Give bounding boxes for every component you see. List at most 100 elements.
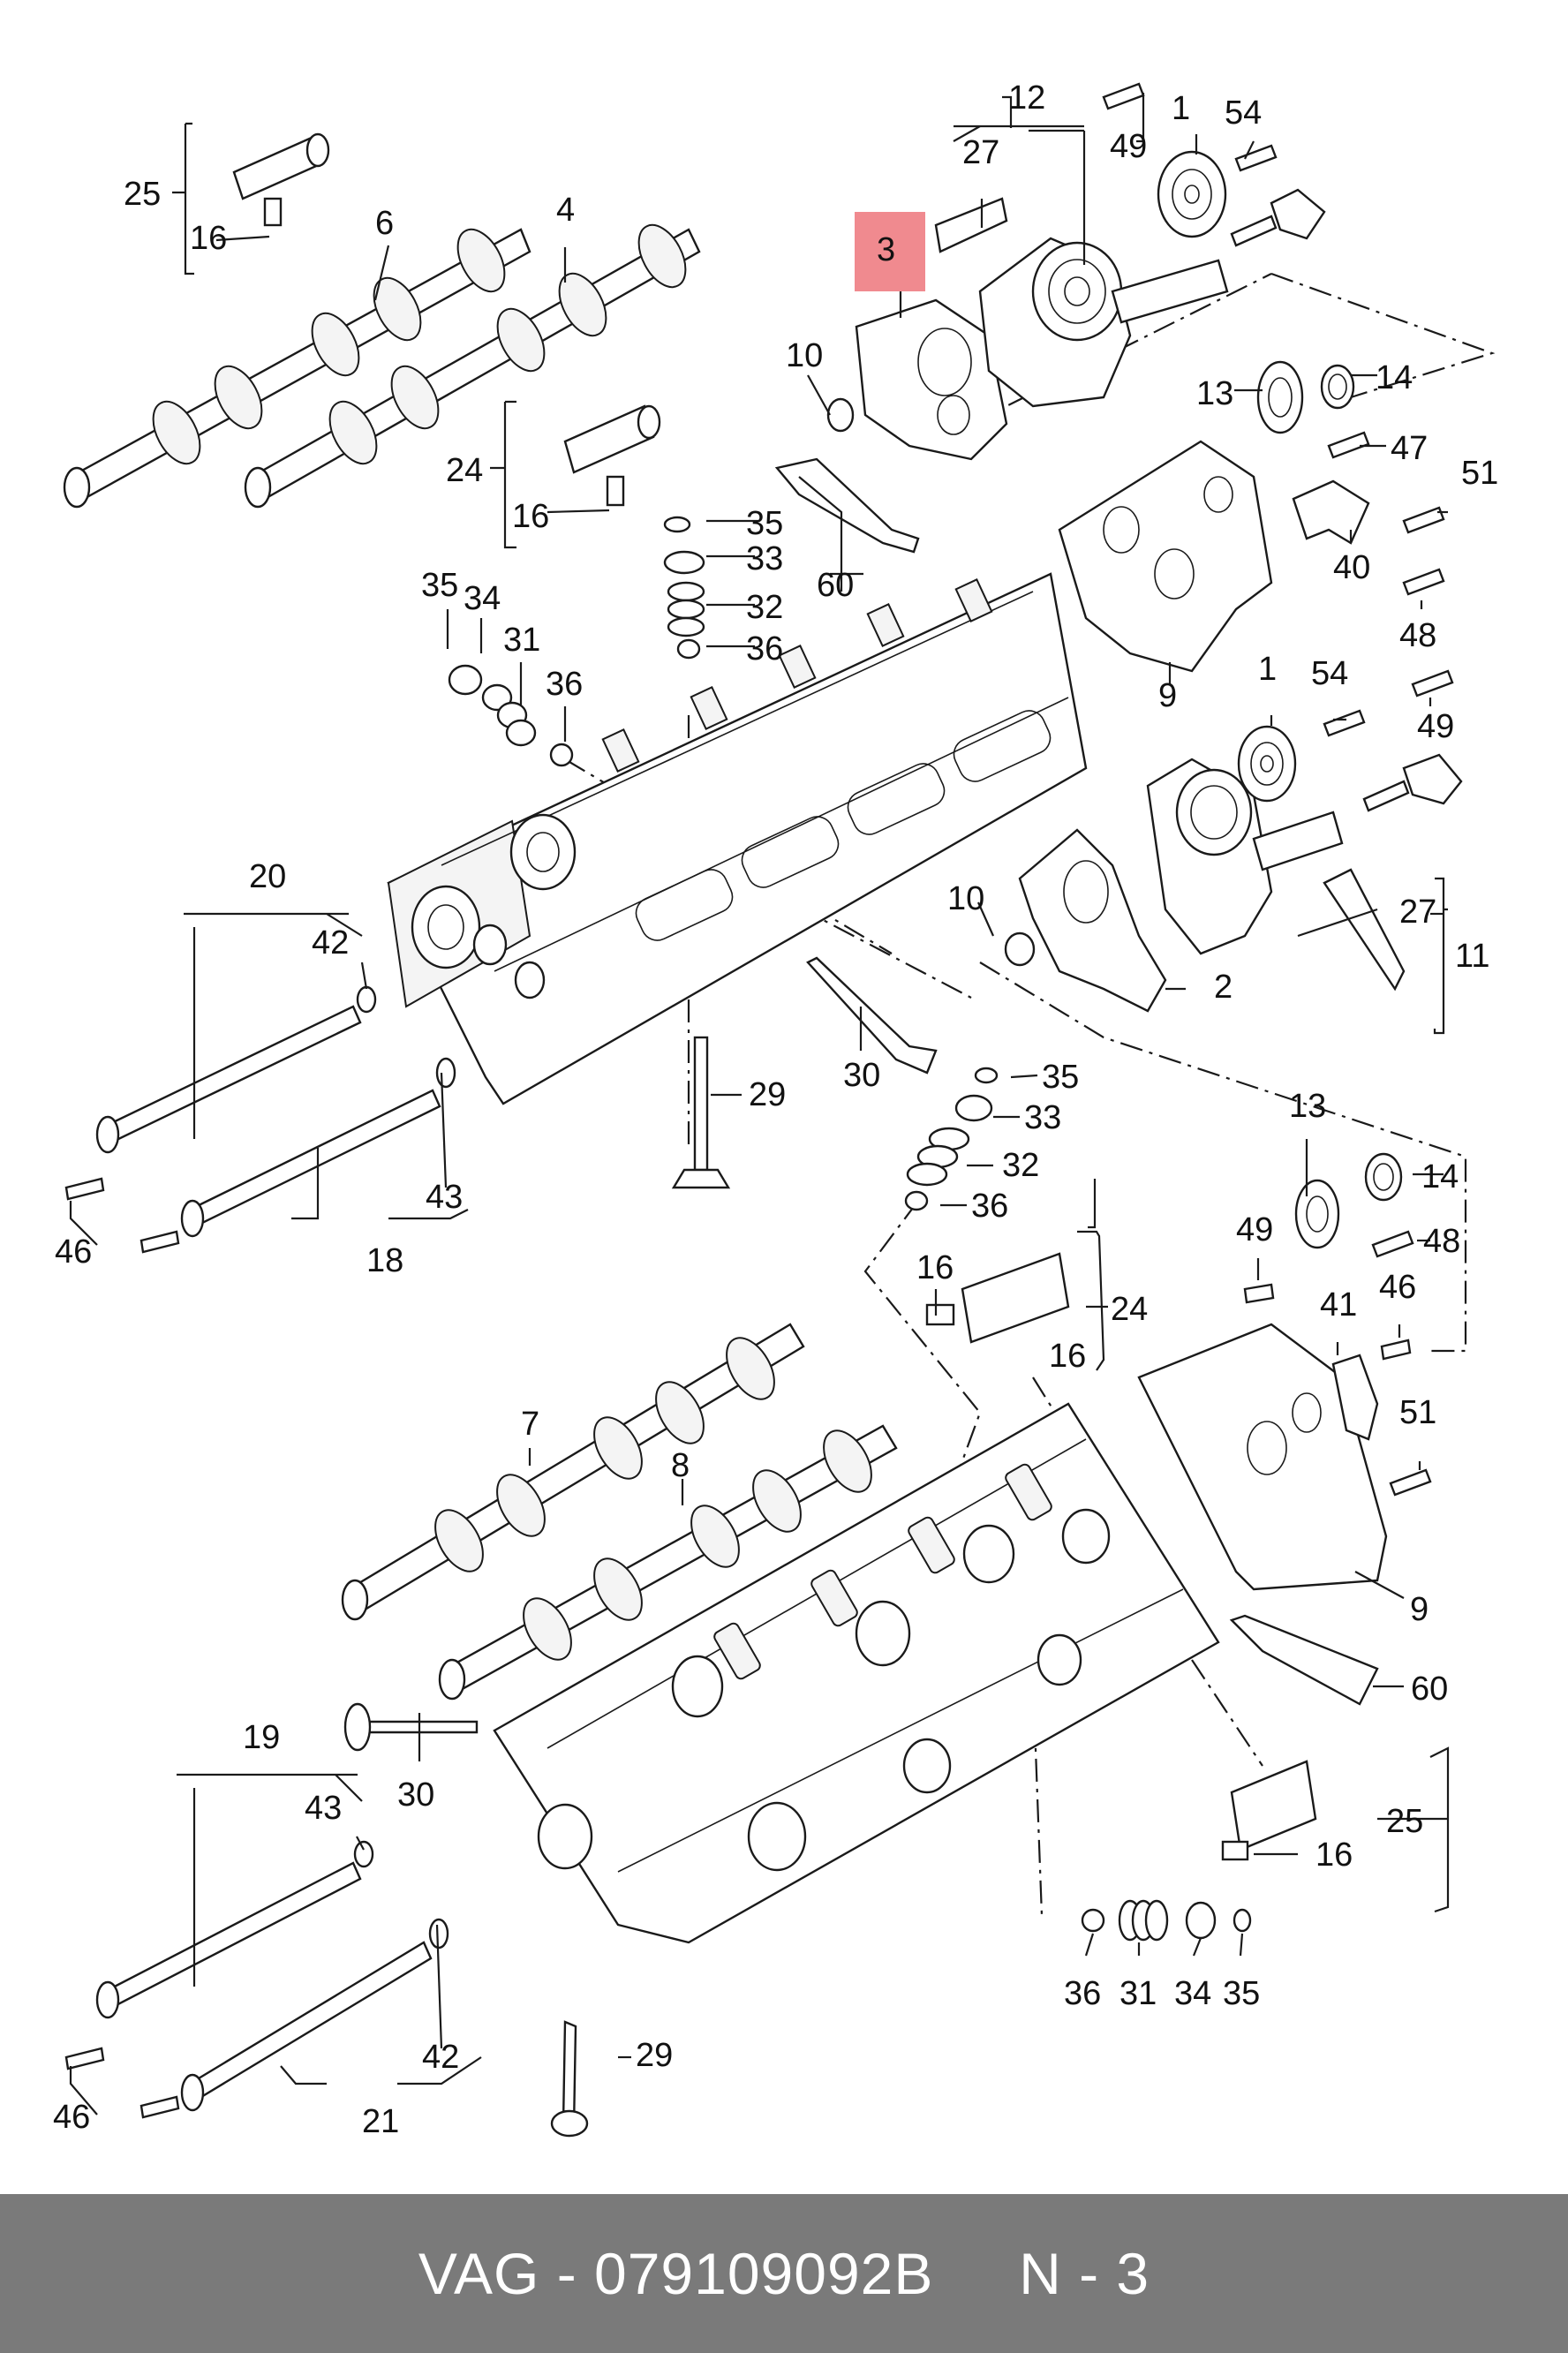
upper-head-bearing-caps — [601, 578, 993, 773]
callout-11: 11 — [1455, 938, 1489, 975]
cam-adjuster-12 — [978, 237, 1229, 408]
callout-32: 32 — [1002, 1147, 1039, 1184]
callout-49: 48 — [1399, 617, 1436, 654]
valve-spring-stack-upper-left — [448, 664, 574, 767]
callout-16: 16 — [190, 220, 227, 257]
callout-40: 40 — [1333, 549, 1370, 586]
callout-32: 32 — [746, 589, 783, 626]
callout-48: 47 — [1391, 430, 1428, 467]
gasket-40 — [1292, 479, 1370, 545]
callout-42: 42 — [422, 2039, 459, 2076]
gasket-3 — [855, 298, 1008, 461]
callout-24: 24 — [446, 452, 483, 489]
valve-30-upper — [806, 956, 938, 1075]
callout-36: 36 — [546, 666, 583, 703]
cover-8 — [1137, 1323, 1388, 1591]
callout-13: 13 — [1196, 375, 1233, 412]
callout-60: 60 — [817, 567, 854, 604]
callout-36: 36 — [746, 630, 783, 667]
lifter-block-25-lower — [1221, 1760, 1317, 1861]
callout-16: 16 — [1049, 1338, 1086, 1375]
callout-16: 16 — [1315, 1836, 1353, 1874]
sprocket-1-lower — [1237, 725, 1297, 803]
callout-29: 29 — [636, 2037, 673, 2074]
callout-51: 51 — [1461, 455, 1498, 492]
gasket-41 — [1331, 1354, 1379, 1441]
callout-54: 54 — [1225, 94, 1262, 132]
part-number-footer: VAG - 079109092B N - 3 — [0, 2194, 1568, 2353]
leader-lines — [69, 93, 1450, 2115]
seal-13-lower — [1294, 1179, 1340, 1249]
highlight-box-3 — [855, 212, 925, 291]
solenoid-valve-upper — [1230, 188, 1326, 247]
seal-14-upper — [1320, 364, 1355, 410]
callout-35: 35 — [421, 567, 458, 604]
camshaft-6 — [341, 1323, 805, 1621]
callout-21: 21 — [362, 2103, 399, 2140]
callout-4: 4 — [556, 192, 575, 229]
oil-tube-20 — [95, 1005, 362, 1154]
lower-cylinder-head — [493, 1402, 1220, 1944]
camshaft-7 — [438, 1424, 898, 1701]
cam-adjuster-11 — [1146, 758, 1344, 955]
footer-gap — [933, 2241, 1019, 2306]
lifter-block-24-lower — [925, 1252, 1070, 1344]
callout-43: 43 — [305, 1790, 342, 1827]
callout-42: 42 — [312, 924, 349, 962]
callout-54: 54 — [1311, 655, 1348, 692]
callout-18: 18 — [366, 1242, 403, 1279]
valve-spring-stack-lower — [1081, 1899, 1252, 1942]
callout-14: 14 — [1421, 1158, 1459, 1195]
callout-19: 19 — [243, 1719, 280, 1756]
solenoid-valve-lower — [1362, 753, 1463, 812]
callout-60: 60 — [1411, 1670, 1448, 1708]
callout-9: 9 — [1158, 677, 1177, 714]
oil-tube-18 — [180, 1089, 441, 1238]
callout-36: 36 — [971, 1188, 1008, 1225]
upper-head-bores — [411, 813, 577, 999]
callout-29: 29 — [749, 1076, 786, 1113]
callout-47: 46 — [1379, 1269, 1416, 1306]
callout-34: 34 — [464, 580, 501, 617]
lower-head-bearing-caps — [713, 1463, 1052, 1680]
callout-33: 33 — [746, 540, 783, 577]
seal-tube-60-lower — [1229, 1614, 1379, 1706]
sprocket-1-upper — [1157, 150, 1227, 238]
tensioner-rail-27-upper — [934, 197, 1008, 253]
callout-1: 1 — [1172, 90, 1190, 127]
callout-31: 31 — [1119, 1975, 1157, 2012]
callout-14: 14 — [1376, 359, 1413, 396]
callout-50: 49 — [1417, 708, 1454, 745]
callout-34: 34 — [1174, 1975, 1211, 2012]
footer-part-number: 079109092B — [594, 2241, 934, 2306]
seal-14-lower — [1364, 1152, 1403, 1202]
callout-25: 25 — [1386, 1803, 1423, 1840]
upper-cylinder-head — [387, 572, 1088, 1105]
callout-27: 27 — [1399, 894, 1436, 931]
callout-46: 46 — [55, 1233, 92, 1271]
callout-30: 30 — [397, 1776, 434, 1814]
valve-29-upper — [671, 1036, 731, 1189]
callout-33: 33 — [1024, 1099, 1061, 1136]
seal-13-upper — [1256, 360, 1304, 434]
callout-31: 31 — [503, 622, 540, 659]
callout-13: 13 — [1289, 1088, 1326, 1125]
lifter-block-24-upper — [563, 404, 661, 507]
gasket-2 — [1018, 828, 1167, 1013]
callout-8: 9 — [1410, 1591, 1429, 1628]
bolts-and-washers — [64, 82, 1454, 2119]
valve-29-lower — [550, 2020, 589, 2138]
callout-48: 48 — [1423, 1223, 1460, 1260]
callout-24: 24 — [1111, 1291, 1148, 1328]
callout-27: 27 — [962, 134, 999, 171]
footer-ref-label: N - 3 — [1019, 2241, 1150, 2306]
callout-46: 46 — [53, 2099, 90, 2136]
seal-tube-60-upper — [774, 457, 920, 554]
callout-41: 41 — [1320, 1286, 1357, 1324]
lower-head-bores — [537, 1508, 1111, 1872]
callout-51: 51 — [1399, 1394, 1436, 1431]
callout-35: 35 — [1223, 1975, 1260, 2012]
callout-labels: 25 16 6 4 24 16 12 27 3 49 1 54 10 13 14… — [53, 79, 1498, 2140]
tensioner-rail-27-lower — [1323, 868, 1406, 992]
valve-spring-stack-middle — [904, 1067, 999, 1211]
